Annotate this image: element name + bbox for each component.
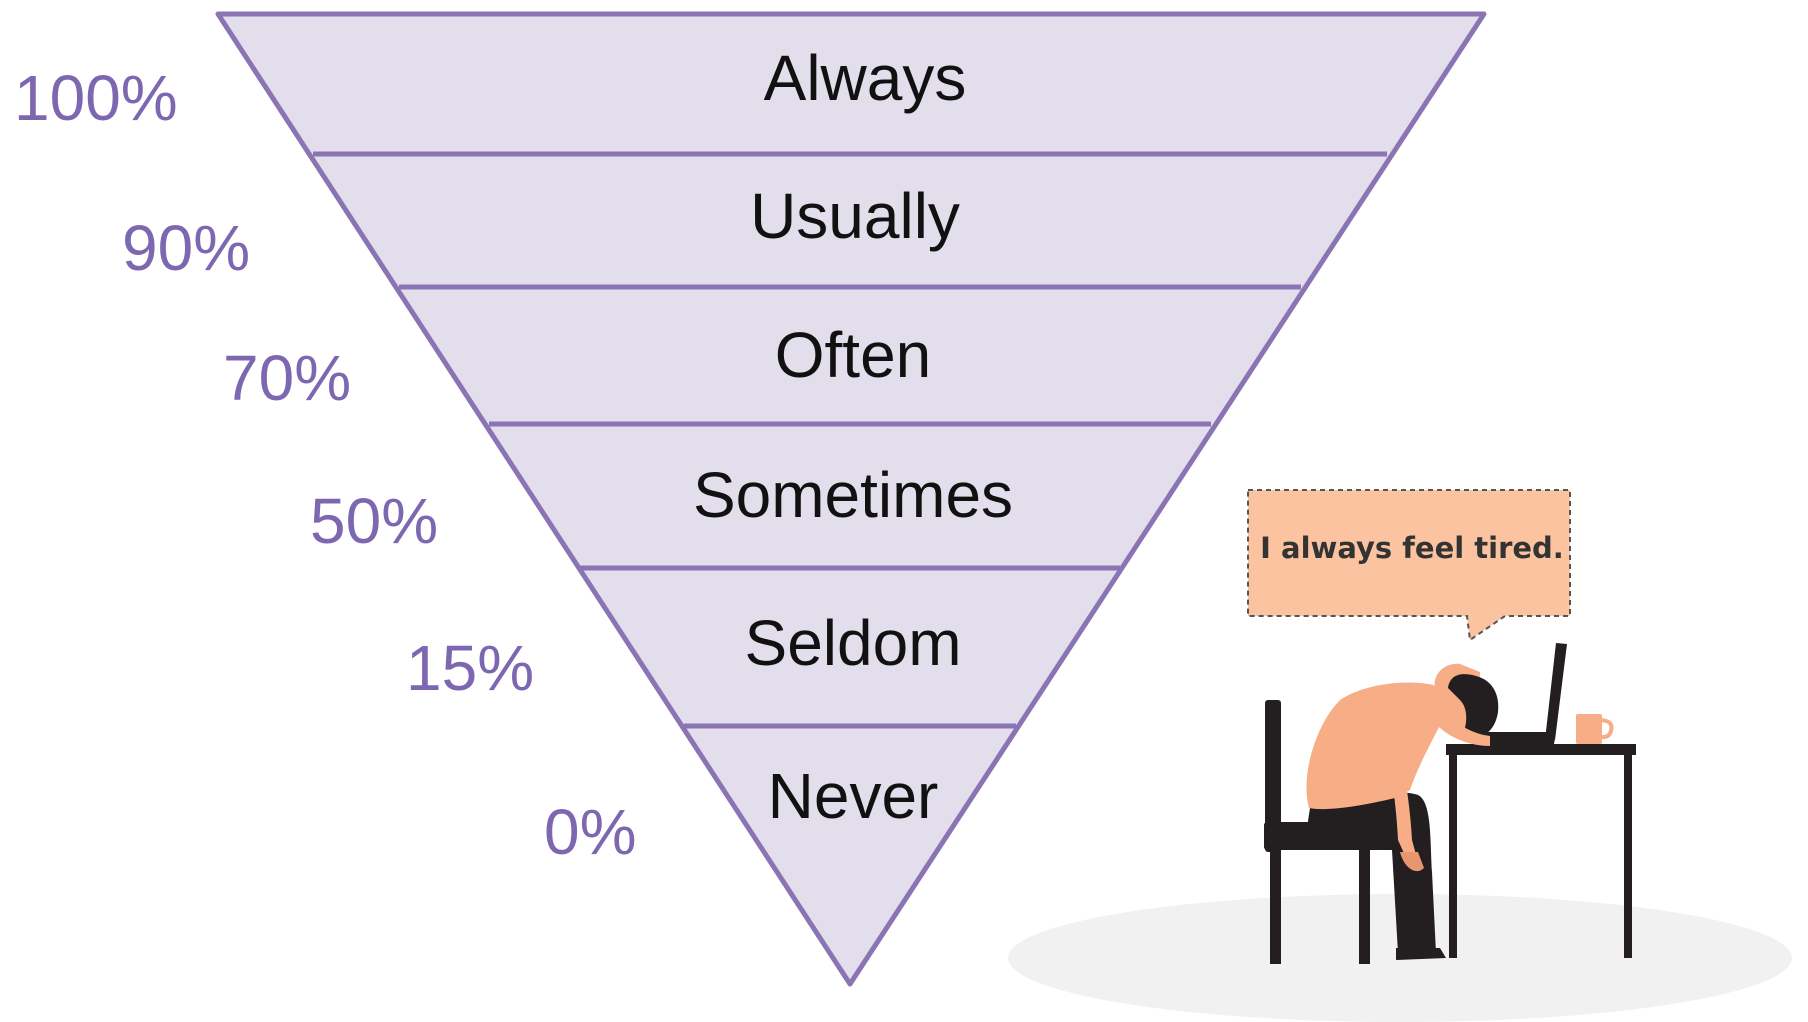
desk-icon bbox=[1446, 744, 1636, 958]
level-label-often: Often bbox=[775, 319, 932, 391]
percent-label: 15% bbox=[406, 632, 534, 704]
percent-label: 100% bbox=[14, 62, 178, 134]
percent-label: 70% bbox=[223, 342, 351, 414]
level-label-never: Never bbox=[768, 760, 939, 832]
person-icon bbox=[1306, 663, 1499, 960]
speech-bubble: I always feel tired. bbox=[1247, 489, 1571, 642]
percent-labels: 100% 90% 70% 50% 15% 0% bbox=[14, 62, 637, 868]
percent-label: 50% bbox=[310, 485, 438, 557]
mug-icon bbox=[1576, 714, 1614, 744]
level-label-usually: Usually bbox=[750, 180, 960, 252]
percent-label: 0% bbox=[544, 796, 637, 868]
funnel-body bbox=[215, 11, 1487, 987]
speech-bubble-shape bbox=[1247, 489, 1571, 642]
frequency-funnel: Always Usually Often Sometimes Seldom Ne… bbox=[215, 11, 1487, 987]
percent-label: 90% bbox=[122, 212, 250, 284]
laptop-icon bbox=[1472, 643, 1567, 744]
level-label-sometimes: Sometimes bbox=[693, 459, 1013, 531]
level-label-seldom: Seldom bbox=[745, 607, 962, 679]
level-label-always: Always bbox=[764, 42, 967, 114]
tired-worker-illustration: I always feel tired. bbox=[1008, 489, 1792, 1022]
speech-bubble-text: I always feel tired. bbox=[1260, 531, 1564, 565]
